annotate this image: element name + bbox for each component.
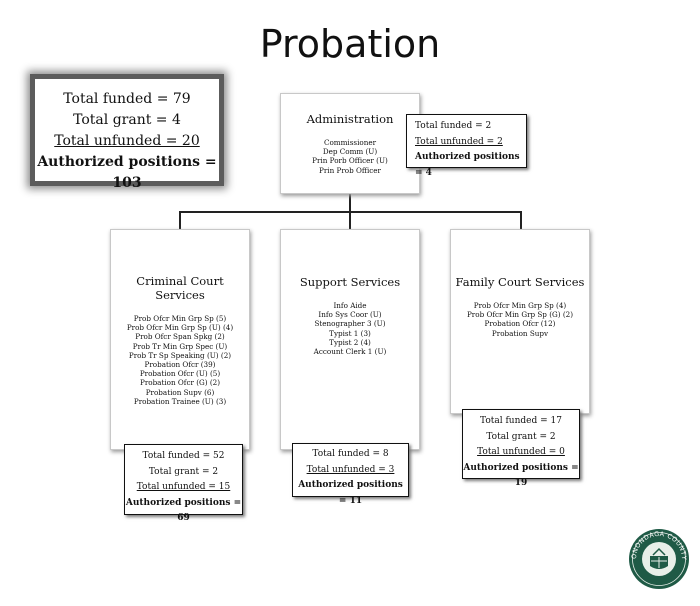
family-total-unfunded: Total unfunded = 0: [477, 447, 565, 457]
criminal-total-grant: Total grant = 2: [148, 466, 219, 477]
criminal-authorized: Authorized positions = 69: [125, 497, 242, 524]
criminal-court-item: Prob Tr Sp Speaking (U) (2): [128, 350, 232, 360]
support-services-item: Stenographer 3 (U): [314, 319, 386, 329]
criminal-court-item: Probation Trainee (U) (3): [133, 396, 227, 406]
criminal-court-heading: Criminal Court Services: [136, 274, 224, 302]
support-services-item: Account Clerk 1 (U): [313, 347, 387, 357]
support-services-item: Info Sys Coor (U): [318, 310, 382, 320]
criminal-total-funded: Total funded = 52: [142, 451, 225, 461]
criminal-court-totals: Total funded = 52 Total grant = 2 Total …: [124, 444, 243, 523]
connector-family: [520, 211, 522, 229]
family-court-item: Prob Ofcr Min Grp Sp (G) (2): [466, 310, 574, 320]
administration-total-unfunded: Total unfunded = 2: [415, 136, 503, 147]
criminal-court-item: Prob Ofcr Min Grp Sp (5): [133, 314, 227, 323]
family-court-heading: Family Court Services: [455, 275, 585, 289]
support-services-totals: Total funded = 8 Total unfunded = 3 Auth…: [292, 443, 409, 506]
support-services-heading: Support Services: [299, 275, 401, 289]
criminal-court-item: Probation Ofcr (U) (5): [139, 369, 221, 379]
summary-box: Total funded = 79 Total grant = 4 Total …: [30, 74, 224, 191]
administration-totals: Total funded = 2 Total unfunded = 2 Auth…: [406, 114, 527, 178]
family-court-box: Family Court Services Prob Ofcr Min Grp …: [450, 229, 590, 414]
page-title: Probation: [259, 22, 441, 66]
summary-total-unfunded: Total unfunded = 20: [54, 133, 200, 149]
support-services-item: Typist 2 (4): [329, 337, 371, 347]
criminal-total-unfunded: Total unfunded = 15: [136, 482, 231, 492]
family-total-funded: Total funded = 17: [480, 416, 562, 426]
family-court-item: Prob Ofcr Min Grp Sp (4): [473, 301, 567, 310]
administration-item: Prin Prob Officer: [319, 165, 381, 175]
support-services-item: Typist 1 (3): [329, 328, 371, 338]
summary-total-funded: Total funded = 79: [63, 91, 191, 107]
family-court-totals: Total funded = 17 Total grant = 2 Total …: [462, 409, 580, 488]
summary-authorized: Authorized positions = 103: [37, 154, 217, 191]
criminal-court-item: Probation Ofcr (G) (2): [139, 378, 221, 388]
criminal-court-item: Prob Tr Min Grp Spec (U): [132, 341, 228, 351]
administration-box: Administration Commissioner Dep Comm (U)…: [280, 93, 420, 194]
family-court-item: Probation Supv: [491, 328, 549, 338]
administration-total-funded: Total funded = 2: [415, 121, 492, 131]
criminal-court-box: Criminal Court Services Prob Ofcr Min Gr…: [110, 229, 250, 450]
family-total-grant: Total grant = 2: [486, 431, 556, 442]
criminal-court-item: Prob Ofcr Span Spkg (2): [135, 332, 225, 342]
criminal-court-item: Probation Ofcr (39): [144, 360, 216, 370]
administration-item: Prin Porb Officer (U): [312, 156, 388, 166]
administration-item: Dep Comm (U): [322, 147, 378, 157]
county-seal-logo: ONONDAGA COUNTY: [629, 529, 689, 589]
criminal-court-item: Probation Supv (6): [145, 387, 215, 397]
connector-criminal: [179, 211, 181, 229]
administration-authorized: Authorized positions = 4: [415, 152, 520, 178]
family-court-item: Probation Ofcr (12): [484, 319, 556, 329]
support-total-unfunded: Total unfunded = 3: [306, 464, 395, 475]
connector-admin-down: [349, 194, 351, 212]
support-services-item: Info Aide: [333, 301, 367, 310]
criminal-court-item: Prob Ofcr Min Grp Sp (U) (4): [126, 323, 234, 333]
support-authorized: Authorized positions = 11: [298, 480, 403, 506]
administration-item: Commissioner: [323, 138, 377, 147]
connector-support: [349, 211, 351, 229]
family-authorized: Authorized positions = 19: [463, 462, 579, 489]
support-total-funded: Total funded = 8: [312, 449, 389, 459]
summary-total-grant: Total grant = 4: [73, 112, 181, 128]
support-services-box: Support Services Info Aide Info Sys Coor…: [280, 229, 420, 450]
administration-heading: Administration: [306, 112, 394, 126]
